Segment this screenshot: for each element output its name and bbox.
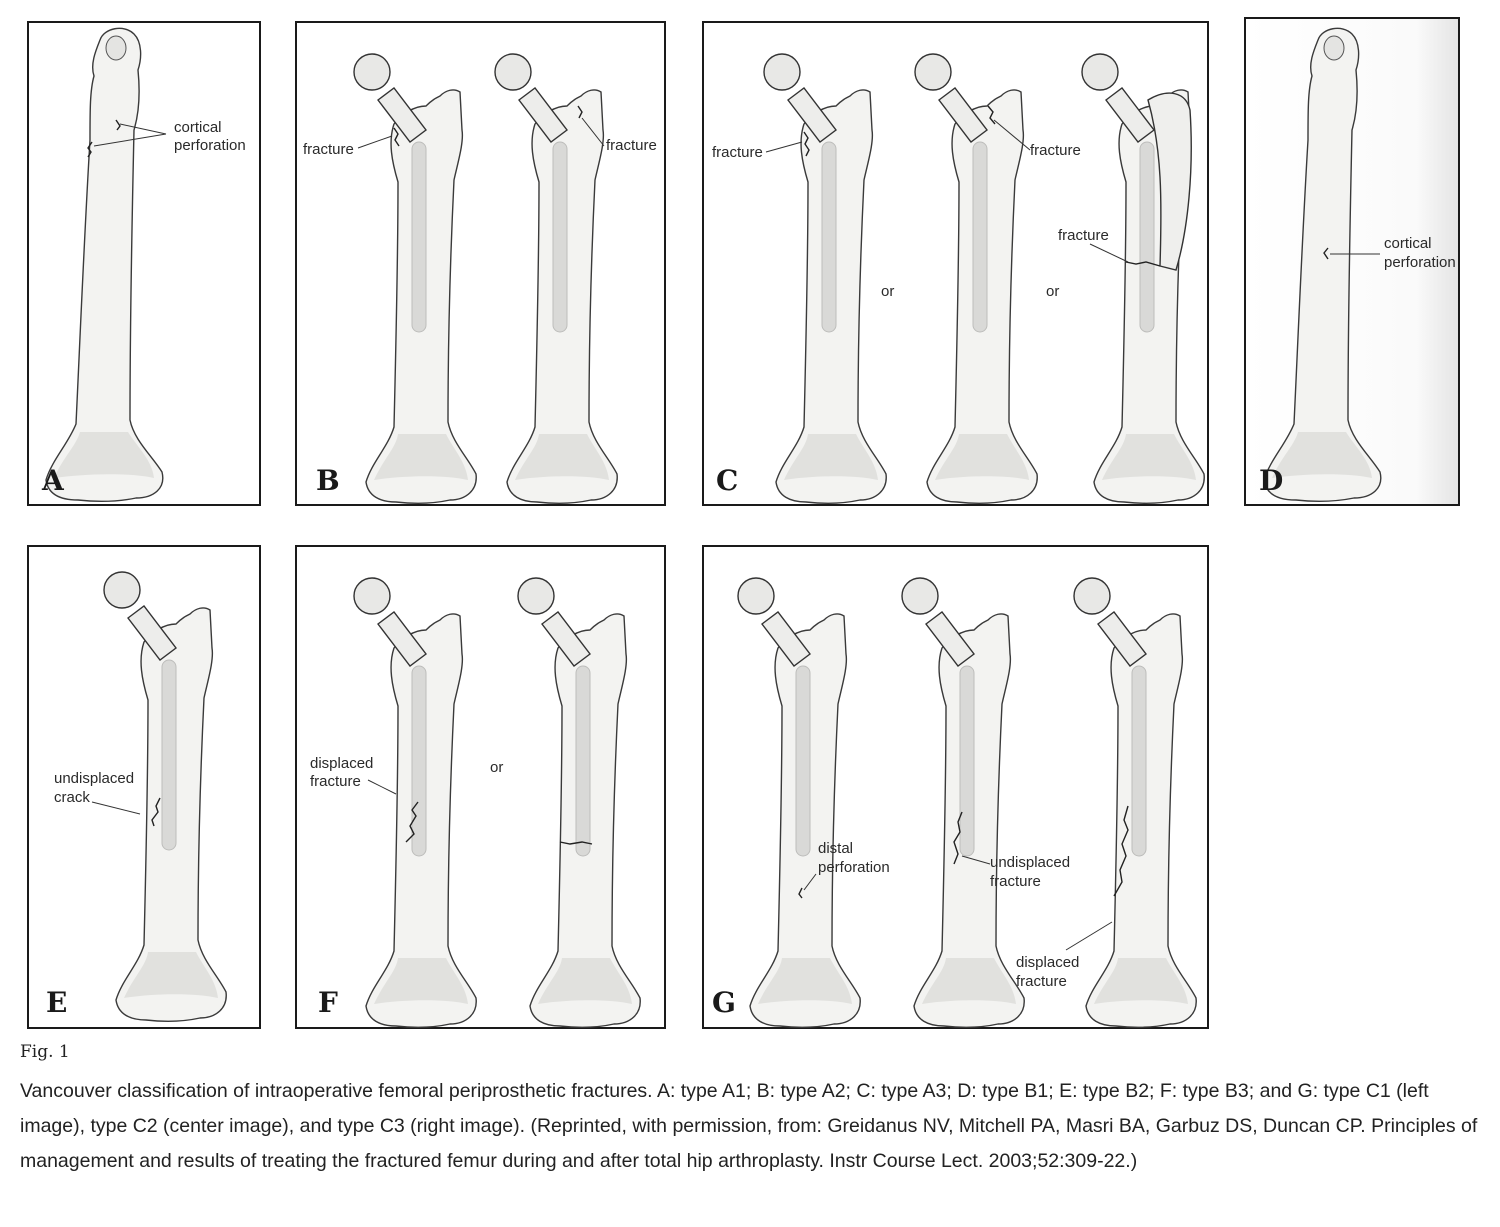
panel-g-label-2: perforation — [818, 859, 890, 876]
panel-b-label-1: fracture — [303, 141, 354, 158]
panel-g-label-6: fracture — [1016, 973, 1067, 990]
panel-g-label-4: fracture — [990, 873, 1041, 890]
panel-a: cortical perforation A — [27, 21, 261, 506]
panel-c-letter: C — [716, 464, 738, 497]
panel-c-or-2: or — [1046, 283, 1059, 300]
panel-g: distal perforation undisplaced fracture … — [702, 545, 1209, 1029]
figure-caption: Fig. 1 Vancouver classification of intra… — [20, 1042, 1480, 1179]
panel-a-letter: A — [41, 464, 65, 497]
panel-g-label-1: distal — [818, 840, 853, 857]
panel-b: fracture fracture B — [295, 21, 666, 506]
panel-e-label-1: undisplaced — [54, 770, 134, 787]
panel-a-label-1: cortical — [174, 119, 222, 136]
panel-c-label-1: fracture — [712, 144, 763, 161]
panel-d-label-1: cortical — [1384, 235, 1432, 252]
figure-number: Fig. 1 — [20, 1042, 70, 1062]
panel-d: cortical perforation D — [1244, 17, 1460, 506]
panel-f-or: or — [490, 759, 503, 776]
panel-c-label-3: fracture — [1058, 227, 1109, 244]
panel-g-label-3: undisplaced — [990, 854, 1070, 871]
panel-f: displaced fracture or F — [295, 545, 666, 1029]
panel-f-letter: F — [318, 986, 338, 1019]
panel-f-label-1: displaced — [310, 755, 373, 772]
panel-b-letter: B — [316, 464, 340, 497]
panel-b-label-2: fracture — [606, 137, 657, 154]
panel-g-label-5: displaced — [1016, 954, 1079, 971]
panel-f-label-2: fracture — [310, 773, 361, 790]
panel-d-letter: D — [1259, 464, 1283, 497]
panel-e-letter: E — [46, 986, 67, 1019]
panel-a-label-2: perforation — [174, 137, 246, 154]
panel-c: fracture fracture fracture or or C — [702, 21, 1209, 506]
panel-g-letter: G — [712, 986, 736, 1019]
figure-illustration: cortical perforation A fracture fracture… — [27, 17, 1460, 1029]
caption-text: Vancouver classification of intraoperati… — [20, 1080, 1478, 1172]
panel-c-or-1: or — [881, 283, 894, 300]
panel-d-label-2: perforation — [1384, 254, 1456, 271]
panel-e: undisplaced crack E — [27, 545, 261, 1029]
panel-c-label-2: fracture — [1030, 142, 1081, 159]
panel-e-label-2: crack — [54, 789, 90, 806]
